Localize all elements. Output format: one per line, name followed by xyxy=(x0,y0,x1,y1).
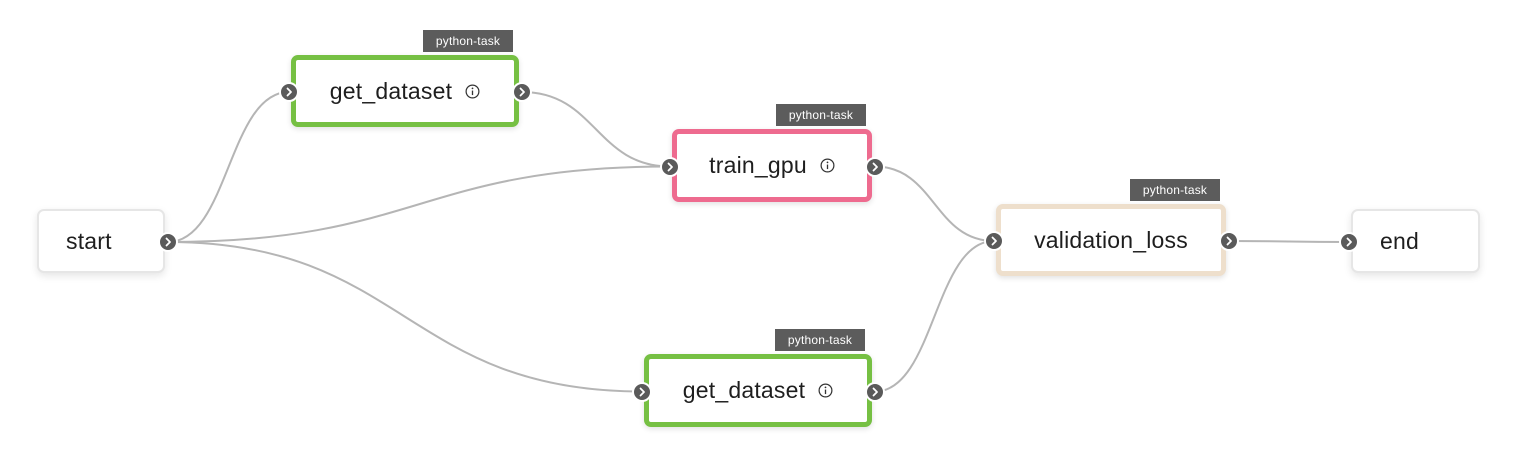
type-tag: python-task xyxy=(775,329,865,351)
type-tag: python-task xyxy=(1130,179,1220,201)
node-label: train_gpu xyxy=(709,152,807,178)
node-get-dataset[interactable]: get_dataset xyxy=(291,55,519,127)
node-get-dataset[interactable]: get_dataset xyxy=(644,354,872,427)
node-label: validation_loss xyxy=(1034,226,1188,253)
edge-start-to-train_gpu xyxy=(167,165,671,243)
output-port-chevron-icon[interactable] xyxy=(512,82,532,102)
input-port-chevron-icon[interactable] xyxy=(279,82,299,102)
info-icon[interactable] xyxy=(820,158,835,173)
edge-get_dataset_1-to-train_gpu xyxy=(521,91,671,168)
output-port-chevron-icon[interactable] xyxy=(865,156,885,177)
output-port-chevron-icon[interactable] xyxy=(865,381,885,402)
output-port-chevron-icon[interactable] xyxy=(1219,231,1239,251)
input-port-chevron-icon[interactable] xyxy=(1339,232,1359,252)
input-port-chevron-icon[interactable] xyxy=(984,231,1004,251)
info-icon[interactable] xyxy=(818,383,833,398)
input-port-chevron-icon[interactable] xyxy=(632,381,652,402)
node-validation-loss[interactable]: validation_loss xyxy=(996,204,1226,276)
node-label: end xyxy=(1380,227,1419,254)
edge-start-to-get_dataset_2 xyxy=(167,241,643,393)
input-port-chevron-icon[interactable] xyxy=(660,156,680,177)
edge-validation_loss-to-end xyxy=(1228,240,1350,243)
node-end[interactable]: end xyxy=(1351,209,1480,273)
node-start[interactable]: start xyxy=(37,209,165,273)
node-label: start xyxy=(66,227,112,254)
node-train-gpu[interactable]: train_gpu xyxy=(672,129,872,202)
edge-get_dataset_2-to-validation_loss xyxy=(874,240,995,393)
type-tag: python-task xyxy=(776,104,866,126)
edge-start-to-get_dataset_1 xyxy=(167,91,290,243)
node-label: get_dataset xyxy=(329,77,453,104)
edge-train_gpu-to-validation_loss xyxy=(874,165,995,242)
output-port-chevron-icon[interactable] xyxy=(158,232,178,252)
type-tag: python-task xyxy=(423,30,513,52)
node-label: get_dataset xyxy=(682,377,806,403)
info-icon[interactable] xyxy=(465,84,480,99)
